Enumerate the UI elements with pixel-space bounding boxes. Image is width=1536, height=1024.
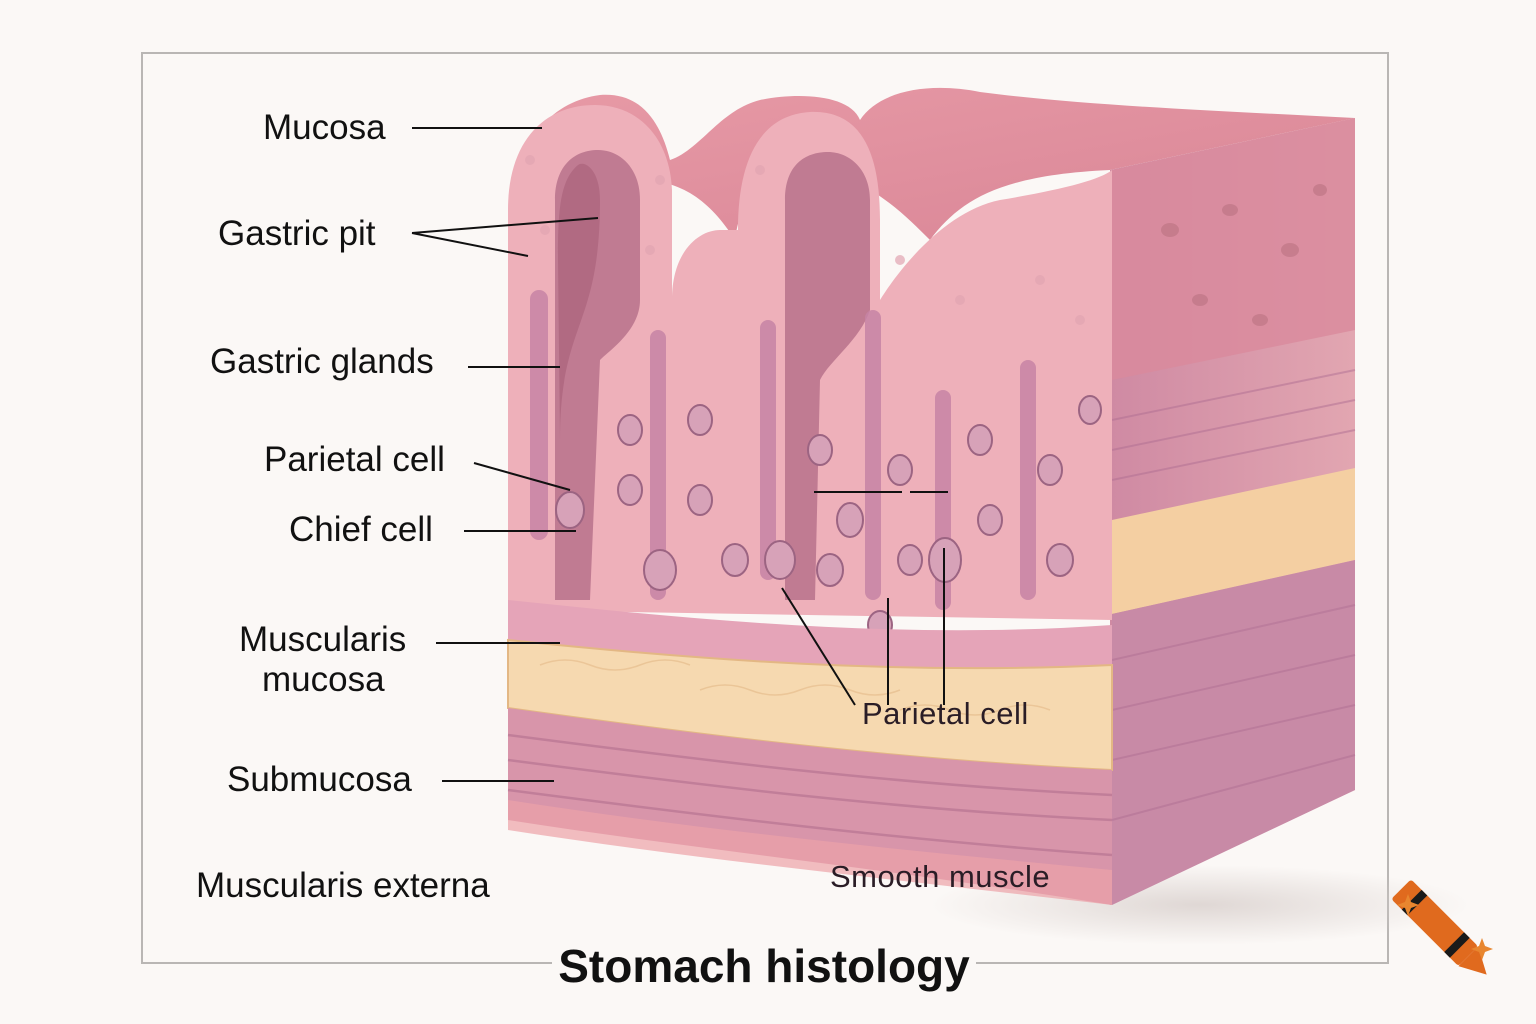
label-chief-cell: Chief cell (289, 510, 433, 549)
sparkle-icon (1397, 894, 1493, 960)
label-parietal-cell-left: Parietal cell (264, 440, 445, 479)
block-side-face (1110, 118, 1356, 905)
label-submucosa: Submucosa (227, 760, 412, 799)
diagram-title: Stomach histology (552, 936, 976, 996)
label-parietal-cell-center: Parietal cell (862, 696, 1029, 731)
label-muscularis-mucosa-line2: mucosa (262, 660, 385, 699)
leader-lines (411, 127, 948, 782)
label-gastric-pit: Gastric pit (218, 214, 376, 253)
label-smooth-muscle: Smooth muscle (830, 859, 1051, 894)
label-mucosa: Mucosa (263, 108, 386, 147)
block-top-surface (515, 87, 1355, 240)
label-muscularis-externa: Muscularis externa (196, 866, 490, 905)
label-muscularis-mucosa-line1: Muscularis (239, 620, 407, 659)
mucosa-layer (508, 105, 1112, 640)
label-gastric-glands: Gastric glands (210, 342, 434, 381)
